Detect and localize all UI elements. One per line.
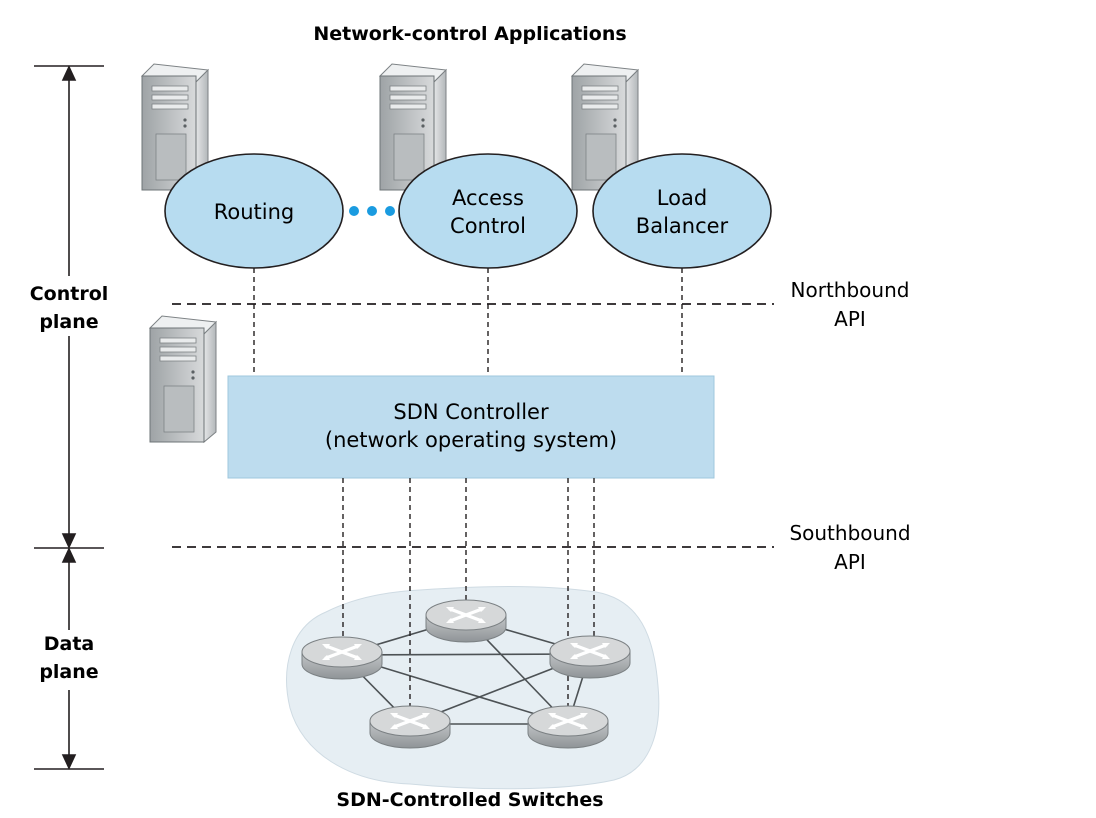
more-apps-ellipsis-dots	[349, 206, 395, 216]
southbound-api-label-line1: Southbound	[789, 521, 910, 545]
switch-bottom-right-router-icon	[526, 704, 610, 750]
southbound-api-label-line2: API	[834, 550, 866, 574]
access-control-app-label-line2: Control	[450, 214, 526, 238]
data-plane-label-bg	[36, 630, 102, 690]
routing-app-label: Routing	[214, 200, 295, 224]
northbound-api-label-line2: API	[834, 307, 866, 331]
switch-left-router-icon	[300, 635, 384, 681]
access-control-app-label-line1: Access	[452, 186, 524, 210]
northbound-connectors	[253, 268, 683, 376]
controller-server-icon	[149, 315, 217, 443]
load-balancer-app	[592, 153, 772, 269]
sdn-controller-title: SDN Controller	[393, 400, 549, 424]
control-plane-label-line2: plane	[39, 311, 98, 333]
switches-caption: SDN-Controlled Switches	[336, 789, 603, 811]
load-balancer-app-label-line2: Balancer	[636, 214, 729, 238]
switch-bottom-left-router-icon	[368, 704, 452, 750]
sdn-controller-box	[227, 375, 715, 479]
switch-top-router-icon	[424, 598, 508, 644]
switch-right-router-icon	[548, 634, 632, 680]
data-plane-label-line1: Data	[44, 633, 95, 655]
access-control-app	[398, 153, 578, 269]
diagram-title: Network-control Applications	[313, 23, 626, 45]
southbound-connectors	[342, 478, 595, 718]
sdn-controller-subtitle: (network operating system)	[325, 428, 617, 452]
control-plane-label-line1: Control	[30, 283, 109, 305]
data-plane-label-line2: plane	[39, 661, 98, 683]
load-balancer-app-label-line1: Load	[657, 186, 707, 210]
control-plane-label-bg	[28, 276, 112, 336]
northbound-api-label-line1: Northbound	[791, 278, 910, 302]
